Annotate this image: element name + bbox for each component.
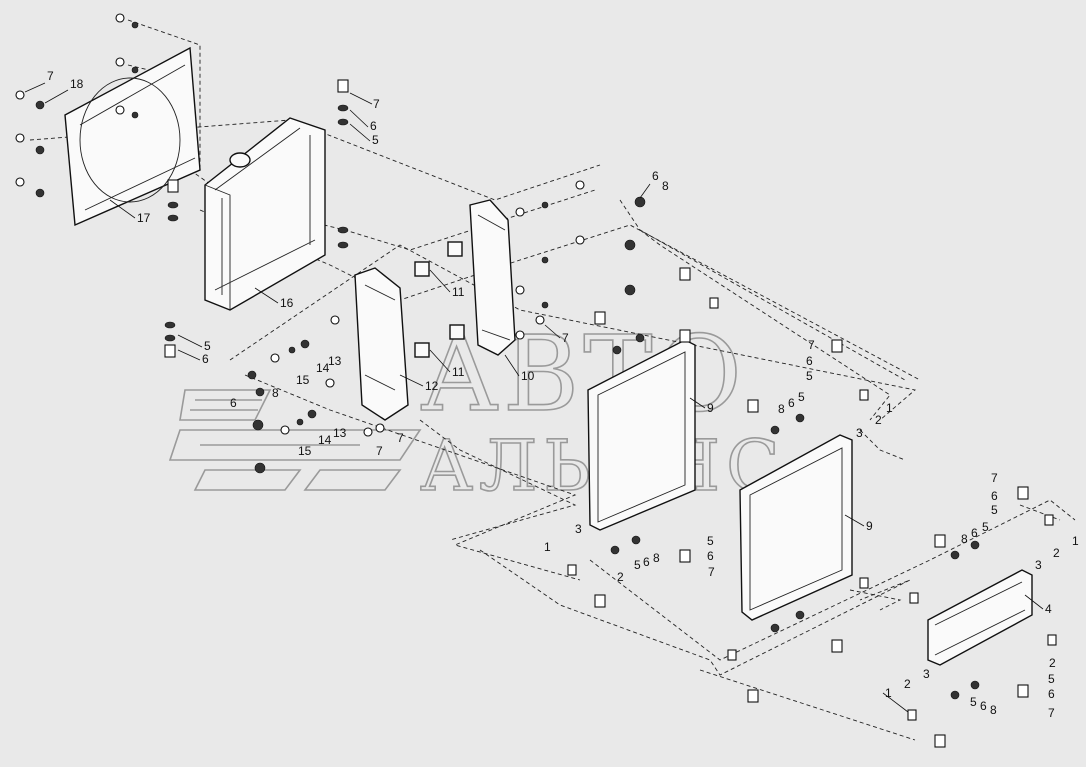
callout-c-6c: 6 (652, 169, 659, 183)
callout-c-7i: 7 (1048, 706, 1055, 720)
callout-c-2a: 2 (875, 413, 882, 427)
callout-c-6k: 6 (1048, 687, 1055, 701)
callout-c-7g: 7 (708, 565, 715, 579)
callout-c-6i: 6 (991, 489, 998, 503)
callout-c-13a: 13 (328, 354, 342, 368)
callout-c-11a: 11 (452, 285, 465, 299)
callout-c-4: 4 (1045, 602, 1052, 616)
callout-c-17: 17 (137, 211, 151, 225)
callout-c-3c: 3 (1035, 558, 1042, 572)
callout-c-7f: 7 (808, 338, 815, 352)
callout-c-5i: 5 (1048, 672, 1055, 686)
callout-c-5c: 5 (806, 369, 813, 383)
callout-c-13b: 13 (333, 426, 347, 440)
callout-c-7b: 7 (373, 97, 380, 111)
callout-c-14b: 14 (318, 433, 332, 447)
callout-c-1a: 1 (886, 401, 893, 415)
cooler-9-rear (739, 434, 853, 621)
callout-c-12: 12 (425, 379, 439, 393)
callout-c-10: 10 (521, 369, 535, 383)
radiator (204, 117, 326, 311)
callout-c-2c: 2 (1053, 546, 1060, 560)
callout-c-6b: 6 (202, 352, 209, 366)
callout-c-5j: 5 (970, 695, 977, 709)
callout-c-5g: 5 (991, 503, 998, 517)
callout-c-8c: 8 (778, 402, 785, 416)
bracket-12 (354, 267, 409, 421)
watermark-logo-icon (168, 389, 422, 491)
callout-c-16: 16 (280, 296, 294, 310)
bracket-10 (469, 199, 516, 356)
callout-c-8e: 8 (961, 532, 968, 546)
callout-c-7h: 7 (991, 471, 998, 485)
callout-c-1d: 1 (885, 686, 892, 700)
callout-c-9a: 9 (707, 401, 714, 415)
callout-c-3a: 3 (856, 426, 863, 440)
callout-c-5d: 5 (798, 390, 805, 404)
callout-c-2d: 2 (1049, 656, 1056, 670)
callout-c-6a: 6 (370, 119, 377, 133)
callout-c-18: 18 (70, 77, 84, 91)
callout-c-8d: 8 (653, 551, 660, 565)
callout-c-7c: 7 (562, 331, 569, 345)
callout-c-5e: 5 (634, 558, 641, 572)
callout-c-2e: 2 (904, 677, 911, 691)
callout-c-6d: 6 (230, 396, 237, 410)
callout-c-5b: 5 (204, 339, 211, 353)
callout-c-6f: 6 (788, 396, 795, 410)
callout-c-11b: 11 (452, 365, 465, 379)
callout-c-1c: 1 (1072, 534, 1079, 548)
callout-c-7e: 7 (397, 431, 404, 445)
callout-c-1b: 1 (544, 540, 551, 554)
callout-c-15a: 15 (296, 373, 310, 387)
rubber-mounts (414, 241, 465, 358)
watermark-line1: АВТО (420, 313, 746, 435)
callout-c-8a: 8 (662, 179, 669, 193)
callout-c-8b: 8 (272, 386, 279, 400)
bolt-icon (15, 13, 1029, 748)
callout-c-3b: 3 (575, 522, 582, 536)
callout-c-6g: 6 (643, 555, 650, 569)
callout-c-5a: 5 (372, 133, 379, 147)
cooler-4 (927, 569, 1033, 666)
callout-c-8f: 8 (990, 703, 997, 717)
callout-c-3d: 3 (923, 667, 930, 681)
callout-c-6h: 6 (707, 549, 714, 563)
callout-c-5h: 5 (982, 520, 989, 534)
clip-icon (567, 297, 1057, 721)
callout-c-9b: 9 (866, 519, 873, 533)
fan-shroud (64, 46, 201, 227)
callout-c-6e: 6 (806, 354, 813, 368)
callout-c-2b: 2 (617, 570, 624, 584)
callout-c-14a: 14 (316, 361, 330, 375)
leader-lines (24, 82, 1044, 713)
callout-c-5f: 5 (707, 534, 714, 548)
callout-c-7d: 7 (376, 444, 383, 458)
callout-c-6l: 6 (980, 699, 987, 713)
callout-c-15b: 15 (298, 444, 312, 458)
callout-c-6j: 6 (971, 526, 978, 540)
fasteners (15, 13, 1057, 748)
callout-c-7a: 7 (47, 69, 54, 83)
